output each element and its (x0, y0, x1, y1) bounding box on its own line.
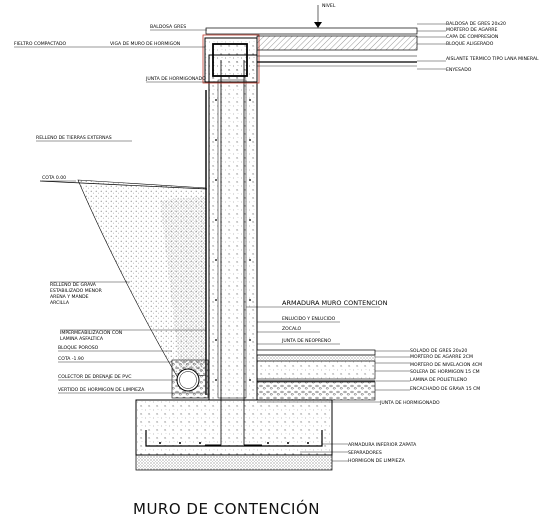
label-r-baldosa: BALDOSA DE GRES 20x20 (446, 21, 506, 27)
lean-concrete (135, 454, 333, 471)
level-marker: NIVEL (314, 3, 336, 28)
label-junta-neopreno: JUNTA DE NEOPRENO (281, 338, 331, 344)
label-f-solado: SOLADO DE GRES 20x20 (410, 348, 467, 354)
label-armadura-text: ARMADURA MURO CONTENCION (282, 299, 388, 307)
label-f-solera: SOLERA DE HORMIGON 15 CM (410, 369, 480, 375)
footing-annotations: ARMADURA INFERIOR ZAPATA SEPARADORES HOR… (300, 442, 417, 464)
label-r-bloque: BLOQUE ALIGERADO (446, 41, 494, 47)
label-junta-top: JUNTA DE HORMIGONADO (145, 76, 206, 82)
top-beam-highlight (202, 34, 260, 84)
drawing-title: MURO DE CONTENCIÓN (133, 499, 320, 515)
label-f-mortero: MORTERO DE AGARRE 2CM (410, 354, 473, 360)
floor-tiles (256, 349, 376, 356)
label-enlucido: ENLUCIDO Y ENLUCIDO (282, 316, 336, 322)
label-baldosa-gres: BALDOSA GRES (150, 24, 186, 30)
label-relleno-grava: RELLENO DE GRAVA ESTABILIZADO MENOR AREN… (50, 282, 103, 306)
label-impermeabilizacion: IMPERMEABILIZACION CON LAMINA ASFALTICA (60, 330, 124, 342)
ground-line (39, 180, 208, 190)
backfill-soil-dense (160, 196, 206, 374)
label-cota-bot: COTA -1.90 (58, 356, 84, 362)
label-colector: COLECTOR DE DRENAJE DE PVC (58, 374, 131, 380)
label-f-junta: JUNTA DE HORMIGONADO (379, 400, 440, 406)
floor-gravel (256, 381, 376, 401)
floor-mortar (256, 354, 376, 362)
label-zocalo: ZOCALO (282, 326, 302, 332)
footing (135, 399, 333, 456)
upper-slab (256, 35, 418, 51)
label-fieltro: FIELTRO COMPACTADO (14, 41, 67, 47)
rebar-dots (215, 99, 251, 381)
label-viga-muro: VIGA DE MURO DE HORMIGON (110, 41, 180, 47)
label-z-separadores: SEPARADORES (348, 450, 382, 456)
retaining-wall (208, 54, 258, 401)
label-f-mortero-niv: MORTERO DE NIVELACION 4CM (410, 362, 482, 368)
footing-rebar-dots (159, 442, 309, 444)
right-top-annotations: BALDOSA DE GRES 20x20 MORTERO DE AGARRE … (417, 21, 539, 73)
drain-pipe (176, 368, 200, 392)
upper-floor-tiles (205, 27, 418, 35)
left-annotations: BALDOSA GRES FIELTRO COMPACTADO VIGA DE … (14, 24, 210, 394)
label-r-aislante: AISLANTE TERMICO TIPO LANA MINERAL (446, 56, 539, 62)
label-z-hormigon: HORMIGON DE LIMPIEZA (348, 458, 406, 464)
label-relleno-tierras: RELLENO DE TIERRAS EXTERNAS (36, 135, 112, 141)
right-mid-annotations: ARMADURA MURO CONTENCION ENLUCIDO Y ENLU… (246, 299, 388, 345)
label-r-enyesado: ENYESADO (446, 67, 472, 73)
right-floor-annotations: SOLADO DE GRES 20x20 MORTERO DE AGARRE 2… (257, 348, 482, 406)
floor-slab (256, 360, 376, 380)
label-f-lamina: LAMINA DE POLIETILENO (410, 377, 467, 383)
label-bloque-poroso: BLOQUE POROSO (58, 345, 99, 351)
label-z-armadura: ARMADURA INFERIOR ZAPATA (348, 442, 417, 448)
label-f-encachado: ENCACHADO DE GRAVA 15 CM (410, 386, 480, 392)
label-hormigon-limpieza-left: VERTIDO DE HORMIGON DE LIMPIEZA (58, 387, 145, 393)
level-tag: NIVEL (322, 3, 336, 9)
top-beam-stirrup (212, 43, 248, 77)
label-r-capa: CAPA DE COMPRESION (446, 34, 498, 40)
label-r-mortero: MORTERO DE AGARRE (446, 27, 497, 33)
footing-bottom-rebar (145, 430, 323, 447)
label-cota-0: COTA 0.00 (42, 175, 66, 181)
